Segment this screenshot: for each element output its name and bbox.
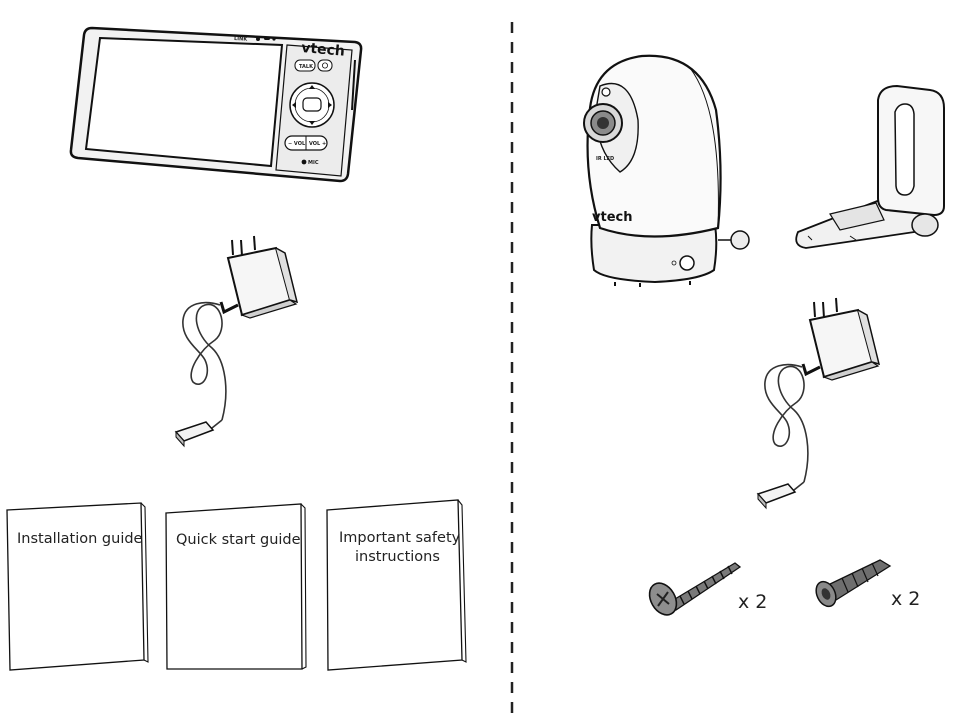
monitor-brand-logo: vtech: [301, 40, 346, 60]
vol-minus-label: − VOL: [288, 141, 306, 147]
mic-icon: [301, 159, 307, 165]
booklet-safety-title-line2: instructions: [355, 549, 440, 565]
vol-plus-label: VOL +: [309, 141, 326, 147]
camera-power-adapter: [756, 297, 881, 510]
talk-button: [294, 59, 316, 72]
booklet-quick-start-guide: Quick start guide: [165, 503, 307, 670]
baby-camera-unit: IR LED vtech: [583, 54, 750, 287]
nav-center-button: [302, 97, 322, 112]
parent-monitor: vtech LINK TALK − VOL VOL + MIC: [69, 26, 363, 183]
ir-led-label: IR LED: [596, 156, 614, 162]
antenna-knob: [730, 230, 750, 250]
booklet-installation-title: Installation guide: [17, 531, 143, 547]
phillips-cross-icon: [656, 591, 670, 607]
mounting-screw: [648, 562, 742, 616]
zoom-icon: [321, 62, 328, 69]
link-label: LINK: [234, 36, 249, 43]
anchor-quantity: x 2: [891, 588, 920, 610]
monitor-screen: [84, 36, 284, 168]
talk-label: TALK: [299, 64, 314, 70]
booklet-safety-title-line1: Important safety: [339, 530, 461, 546]
monitor-power-adapter: [174, 235, 299, 448]
zoom-button: [317, 59, 333, 72]
booklet-installation-guide: Installation guide: [6, 502, 149, 671]
booklet-important-safety-instructions: Important safety instructions: [326, 499, 467, 671]
mic-label: MIC: [308, 160, 319, 166]
screw-quantity: x 2: [738, 591, 767, 613]
camera-brand-logo: vtech: [592, 210, 632, 225]
booklet-quick-start-title: Quick start guide: [176, 532, 301, 548]
wall-mount-bracket: [795, 84, 945, 249]
wall-anchor: [815, 559, 892, 608]
power-button: [679, 255, 695, 271]
